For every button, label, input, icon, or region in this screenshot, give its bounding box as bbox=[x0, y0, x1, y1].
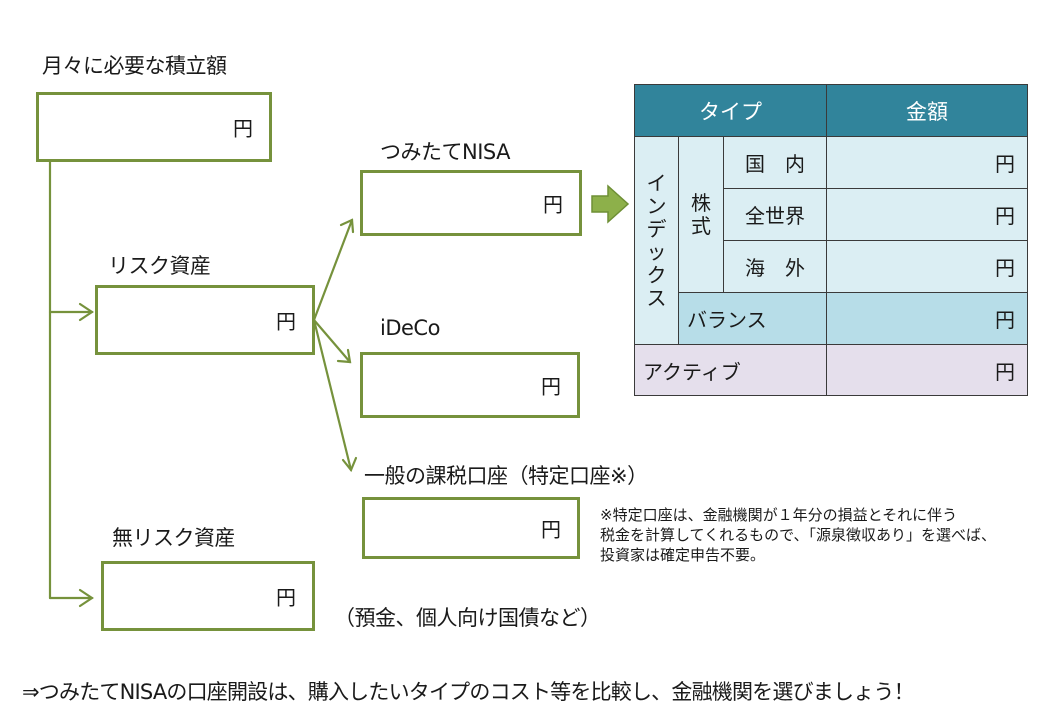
general-account-label: 一般の課税口座（特定口座※） bbox=[364, 464, 648, 488]
index-label-cell: イ ン デ ッ ク ス bbox=[634, 136, 679, 345]
arrowhead-risk bbox=[78, 302, 94, 322]
stock-label-cell: 株 式 bbox=[678, 136, 724, 293]
amount-active[interactable]: 円 bbox=[826, 344, 1028, 396]
riskfree-note: （預金、個人向け国債など） bbox=[334, 606, 601, 630]
footer-message: ⇒つみたてNISAの口座開設は、購入したいタイプのコスト等を比較し、金融機関を選… bbox=[22, 680, 915, 704]
yen-unit: 円 bbox=[276, 585, 296, 610]
nisa-amount-box[interactable]: 円 bbox=[360, 170, 582, 236]
arrow-to-ideco bbox=[312, 318, 352, 364]
footnote: ※特定口座は、金融機関が１年分の損益とそれに伴う 税金を計算してくれるもので、「… bbox=[600, 505, 996, 565]
yen-unit: 円 bbox=[276, 309, 296, 334]
risk-asset-label: リスク資産 bbox=[108, 254, 211, 278]
header-amount: 金額 bbox=[826, 84, 1028, 137]
arrowhead-general bbox=[341, 456, 358, 473]
ideco-label: iDeCo bbox=[380, 316, 440, 340]
ideco-amount-box[interactable]: 円 bbox=[360, 352, 580, 418]
amount-balance[interactable]: 円 bbox=[826, 292, 1028, 345]
yen-unit: 円 bbox=[543, 192, 563, 217]
amount-domestic[interactable]: 円 bbox=[826, 136, 1028, 189]
yen-unit: 円 bbox=[541, 374, 561, 399]
arrowhead-riskfree bbox=[78, 588, 94, 608]
row-label-domestic: 国 内 bbox=[723, 136, 827, 189]
monthly-label: 月々に必要な積立額 bbox=[42, 54, 227, 78]
footnote-line: 投資家は確定申告不要。 bbox=[600, 546, 766, 564]
risk-asset-box[interactable]: 円 bbox=[95, 285, 315, 355]
arrow-to-general bbox=[312, 318, 353, 472]
arrowhead-ideco bbox=[336, 348, 352, 364]
general-account-box[interactable]: 円 bbox=[362, 497, 580, 559]
riskfree-asset-label: 無リスク資産 bbox=[112, 526, 236, 550]
arrowhead-nisa bbox=[339, 218, 355, 234]
footnote-line: ※特定口座は、金融機関が１年分の損益とそれに伴う bbox=[600, 506, 958, 524]
riskfree-asset-box[interactable]: 円 bbox=[101, 561, 315, 631]
row-label-global: 全世界 bbox=[723, 188, 827, 241]
row-label-overseas: 海 外 bbox=[723, 240, 827, 293]
row-label-balance: バランス bbox=[678, 292, 827, 345]
nisa-label: つみたてNISA bbox=[380, 140, 511, 164]
big-right-arrow-icon bbox=[591, 184, 630, 224]
monthly-amount-box[interactable]: 円 bbox=[36, 92, 272, 162]
header-type: タイプ bbox=[634, 84, 827, 137]
yen-unit: 円 bbox=[233, 116, 253, 141]
footnote-line: 税金を計算してくれるもので、「源泉徴収あり」を選べば、 bbox=[600, 526, 997, 544]
fund-type-table: タイプ 金額 イ ン デ ッ ク ス 株 式 国 内 円 全世界 円 海 外 円… bbox=[634, 84, 1028, 396]
amount-global[interactable]: 円 bbox=[826, 188, 1028, 241]
yen-unit: 円 bbox=[541, 517, 561, 542]
amount-overseas[interactable]: 円 bbox=[826, 240, 1028, 293]
arrow-to-nisa bbox=[312, 218, 354, 322]
row-label-active: アクティブ bbox=[634, 344, 827, 396]
